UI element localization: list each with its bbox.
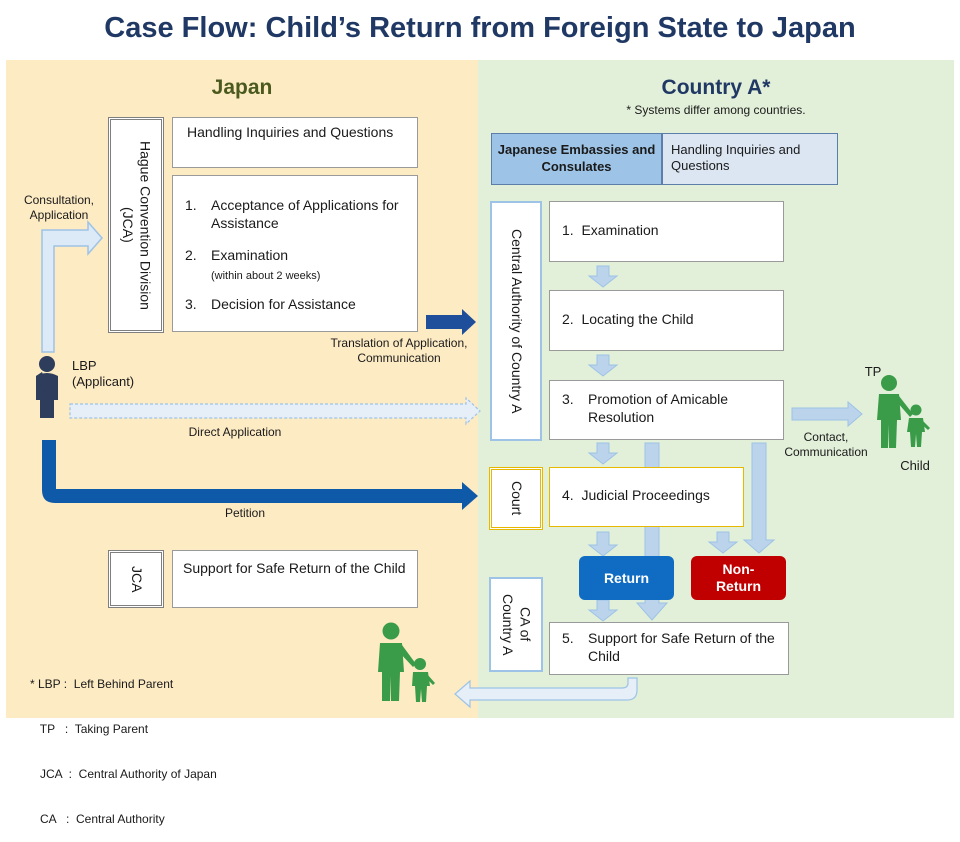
hague-division-box: Hague Convention Division (JCA) (108, 117, 164, 333)
petition-label: Petition (224, 506, 266, 520)
legend-line: JCA : Central Authority of Japan (30, 767, 217, 781)
flow-arrows (41, 220, 863, 709)
jp-step-3: 3. Decision for Assistance (185, 295, 356, 312)
jca-label: JCA (128, 565, 145, 593)
court-label: Court (508, 481, 525, 516)
ca-country-box: CA of Country A (489, 577, 543, 672)
jp-support-text: Support for Safe Return of the Child (183, 560, 406, 576)
jp-step-2-note: (within about 2 weeks) (211, 269, 321, 282)
person-lbp-icon (36, 356, 58, 418)
jca-box: JCA (108, 550, 164, 608)
child-label: Child (900, 458, 930, 473)
ca-step-1: 1. Examination (549, 201, 784, 262)
central-authority-box: Central Authority of Country A (490, 201, 542, 441)
tp-child-icon (877, 375, 930, 448)
direct-label: Direct Application (188, 425, 282, 439)
ca-step-4: 4. Judicial Proceedings (549, 467, 744, 527)
embassy-inquiries-text: Handling Inquiries and Questions (671, 142, 801, 174)
japan-region (6, 60, 478, 718)
jp-step-2: 2. Examination (within about 2 weeks) (185, 247, 321, 282)
jp-support-box: Support for Safe Return of the Child (172, 550, 418, 608)
translation-label: Translation of Application, Communicatio… (330, 336, 468, 365)
hague-division-label: Hague Convention Division (JCA) (120, 140, 154, 310)
legend-line: * LBP : Left Behind Parent (30, 677, 174, 691)
return-badge: Return (579, 556, 674, 600)
jp-steps-box: 1. Acceptance of Applications for Assist… (172, 175, 418, 332)
jp-inquiries-box: Handling Inquiries and Questions (172, 117, 418, 168)
court-box: Court (489, 467, 543, 530)
lbp-label: LBP (Applicant) (72, 358, 135, 390)
consultation-label: Consultation, Application (23, 193, 95, 222)
embassy-inquiries-box: Handling Inquiries and Questions (662, 133, 838, 185)
jp-step-1: 1. Acceptance of Applications for Assist… (185, 197, 399, 232)
ca-country-label: CA of Country A (500, 593, 534, 656)
central-authority-label: Central Authority of Country A (508, 228, 525, 414)
country-a-heading: Country A* (661, 76, 771, 99)
page-title: Case Flow: Child’s Return from Foreign S… (104, 12, 856, 44)
ca-step-3: 3. Promotion of Amicable Resolution (549, 380, 784, 440)
non-return-badge: Non- Return (691, 556, 786, 600)
embassy-text: Japanese Embassies and Consulates (497, 142, 656, 174)
tp-label: TP (864, 364, 882, 379)
contact-label: Contact, Communication (784, 430, 868, 459)
japan-heading: Japan (211, 76, 273, 99)
jp-inquiries-text: Handling Inquiries and Questions (187, 124, 394, 140)
ca-step-2: 2. Locating the Child (549, 290, 784, 351)
parent-child-icon (378, 622, 435, 702)
legend: * LBP : Left Behind Parent TP : Taking P… (30, 647, 217, 842)
legend-line: CA : Central Authority (30, 812, 165, 826)
systems-note: * Systems differ among countries. (626, 103, 806, 117)
ca-step-5: 5. Support for Safe Return of the Child (549, 622, 789, 675)
legend-line: TP : Taking Parent (30, 722, 149, 736)
embassy-box: Japanese Embassies and Consulates (491, 133, 662, 185)
